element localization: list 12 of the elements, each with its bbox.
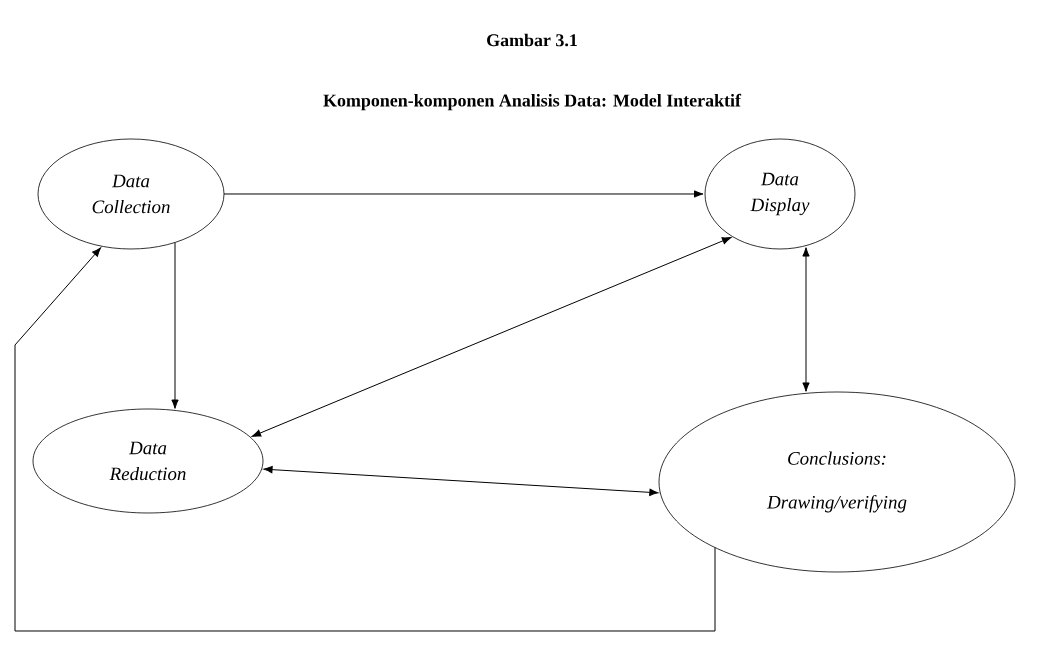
title: Gambar 3.1 [487,33,577,47]
ellipse-node: Data Collection [37,138,225,250]
arrow [171,242,179,409]
ellipse-node: Conclusions: Drawing/verifying [658,391,1016,573]
arrow [14,247,716,632]
arrow [263,466,659,496]
ellipse-node: Data Display [704,138,856,250]
arrow [251,237,732,437]
ellipse-node: Data Reduction [32,408,264,514]
caption: Komponen-komponen Analisis Data: Model Interaktif [323,93,742,111]
arrow [802,247,810,392]
arrow [223,190,704,198]
